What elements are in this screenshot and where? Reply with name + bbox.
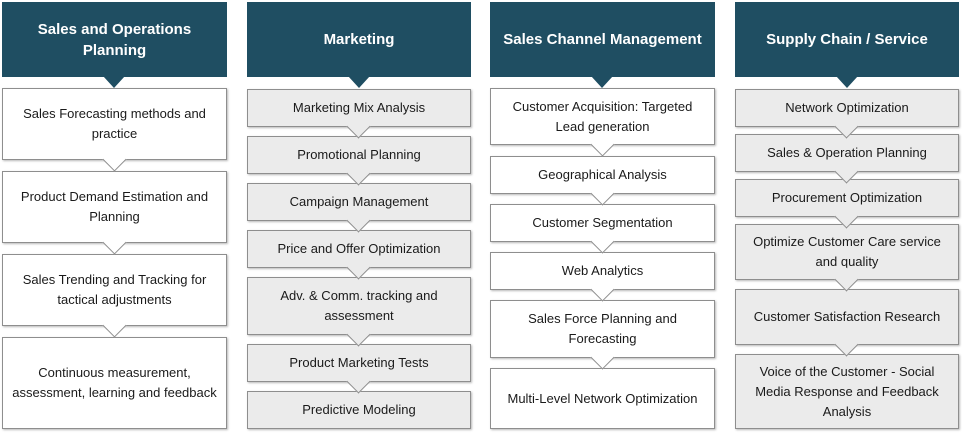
header-arrow-icon [591,76,613,88]
column-header: Marketing [247,2,471,77]
list-item: Voice of the Customer - Social Media Res… [735,354,959,429]
header-arrow-icon [348,76,370,88]
list-item: Predictive Modeling [247,391,471,429]
list-item: Continuous measurement, assessment, lear… [2,337,227,429]
header-arrow-icon [103,76,125,88]
column-header: Supply Chain / Service [735,2,959,77]
column-header: Sales Channel Management [490,2,715,77]
column-header: Sales and Operations Planning [2,2,227,77]
list-item: Multi-Level Network Optimization [490,368,715,429]
header-arrow-icon [836,76,858,88]
list-item: Promotional Planning [247,136,471,174]
